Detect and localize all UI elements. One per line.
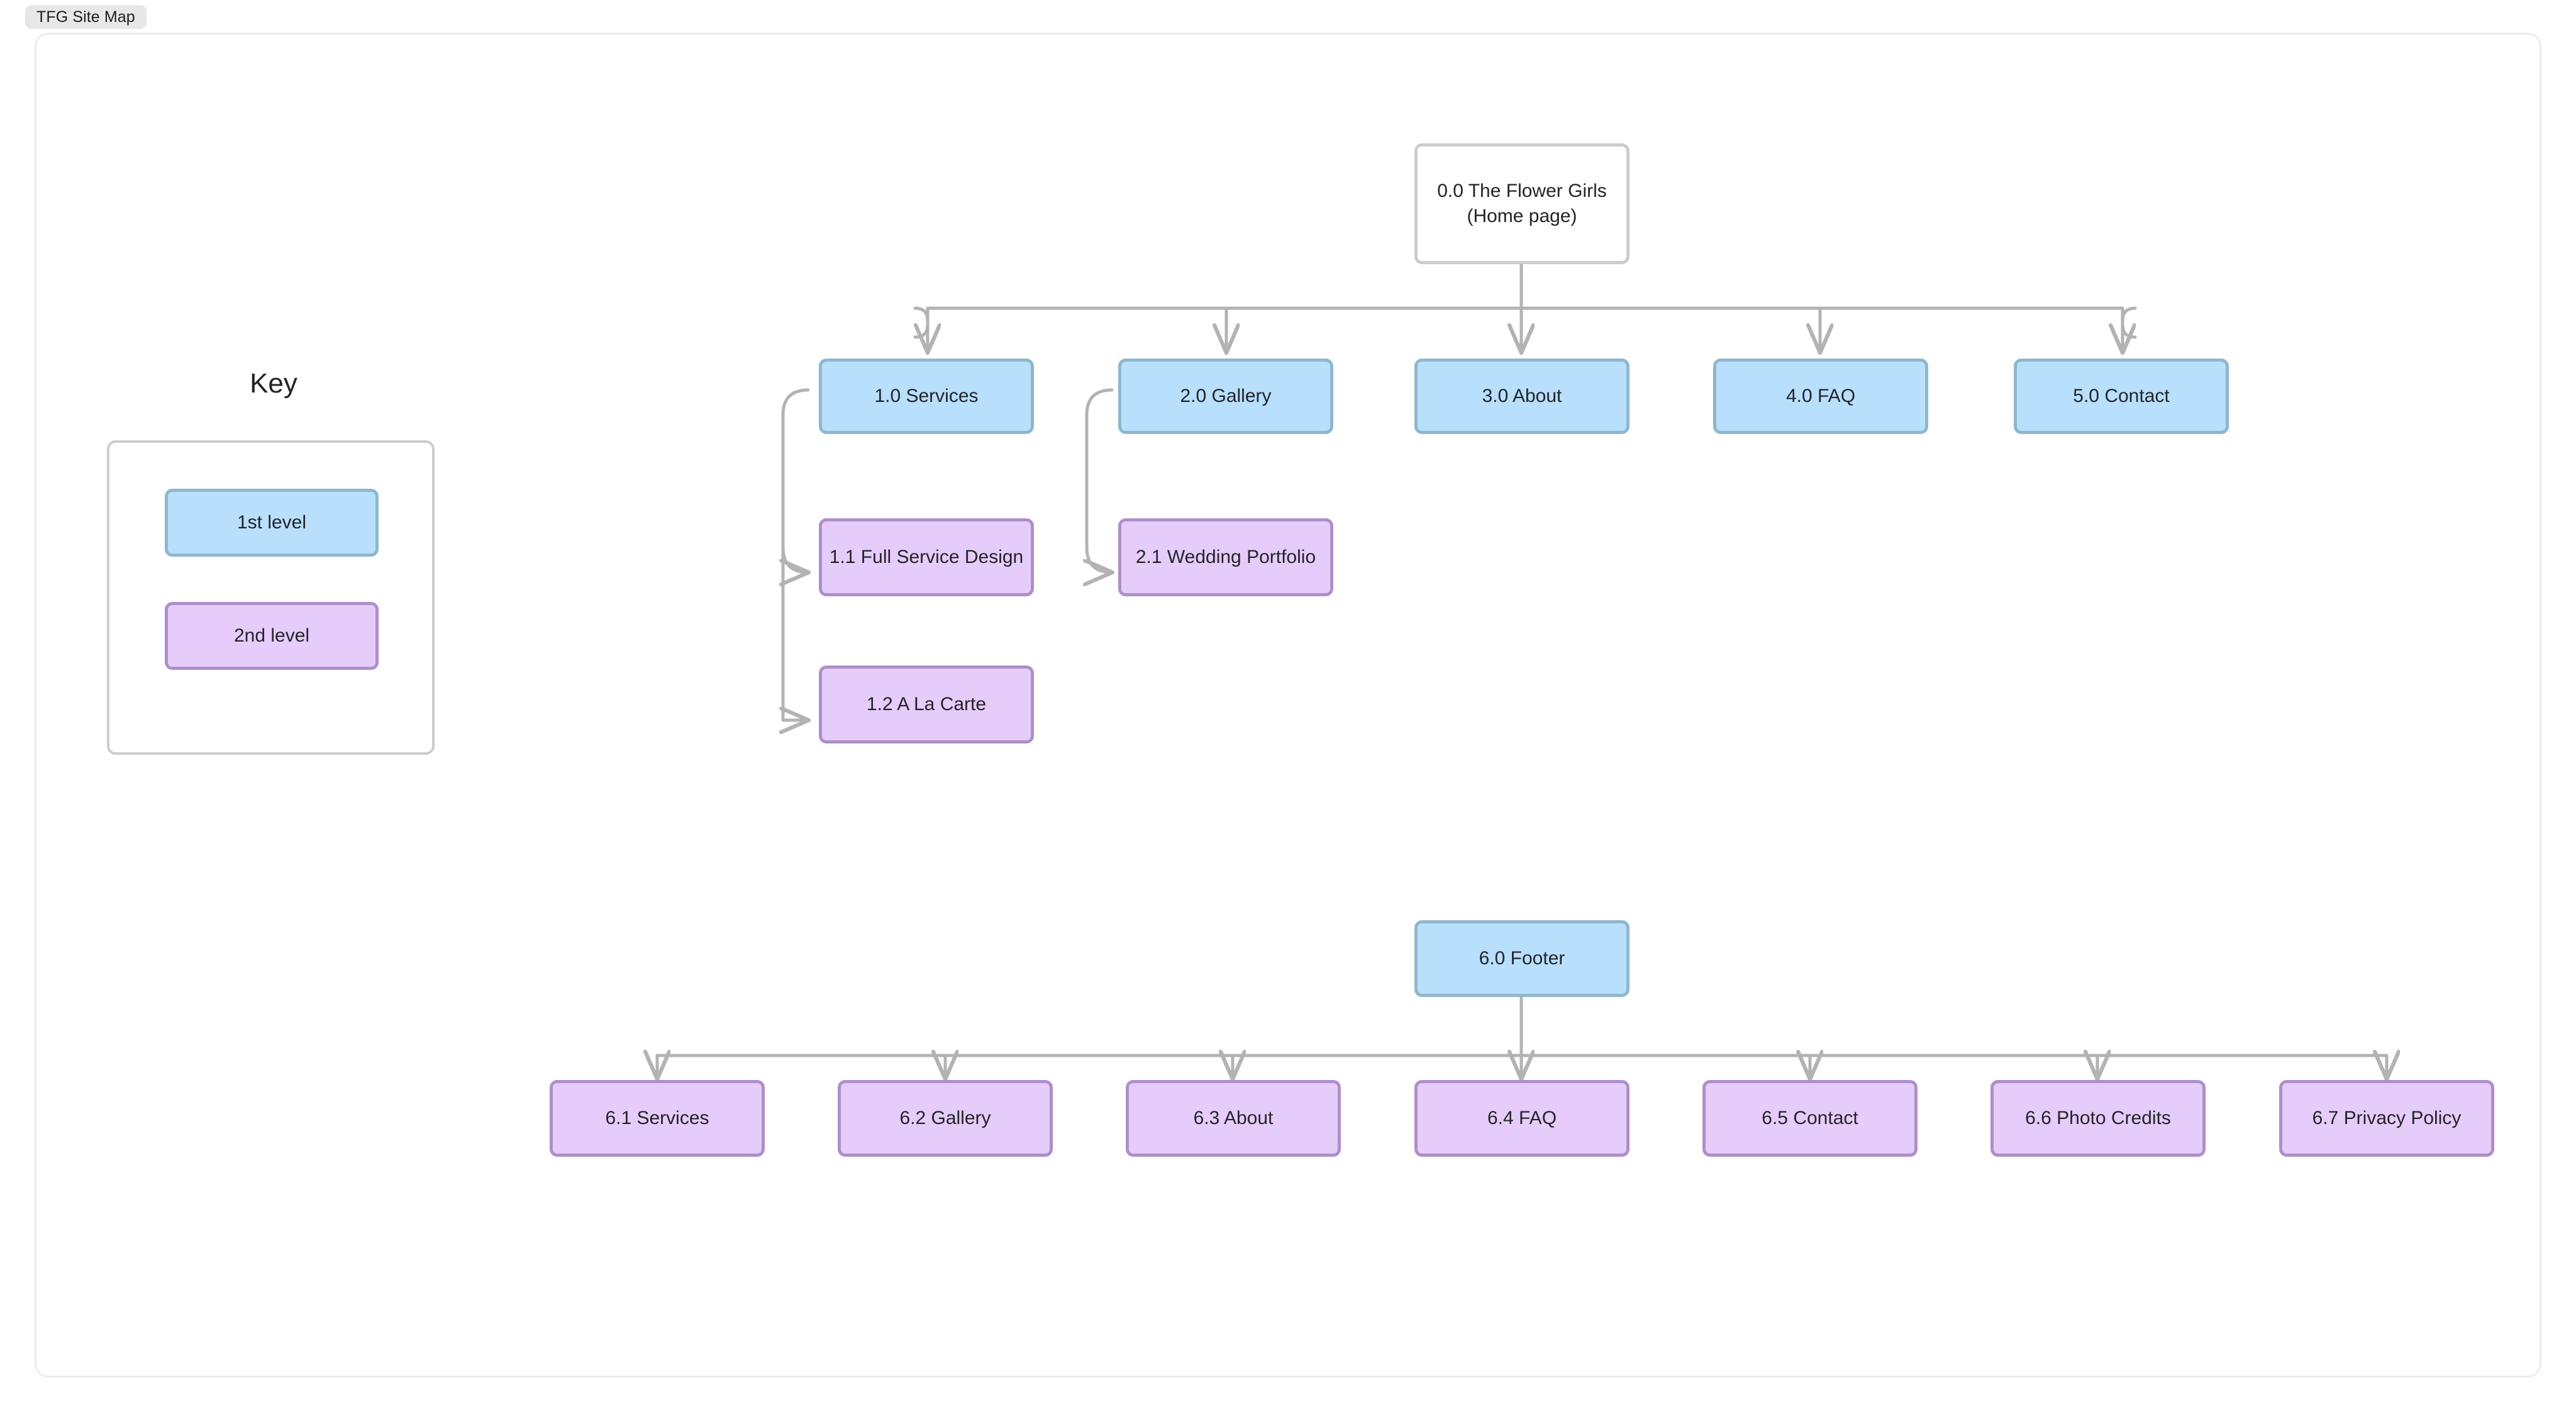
node-6-2-gallery[interactable]: 6.2 Gallery [838,1080,1053,1157]
key-title: Key [250,368,297,399]
node-label: 6.0 Footer [1479,948,1565,969]
node-3-0-about[interactable]: 3.0 About [1414,359,1629,434]
node-label: 2.1 Wedding Portfolio [1135,547,1316,568]
node-2-1-wedding-portfolio[interactable]: 2.1 Wedding Portfolio [1118,518,1333,596]
node-2-0-gallery[interactable]: 2.0 Gallery [1118,359,1333,434]
key-swatch-label: 2nd level [233,625,310,646]
diagram-tab[interactable]: TFG Site Map [25,5,147,29]
node-label: 6.4 FAQ [1487,1108,1557,1129]
node-label: 5.0 Contact [2073,386,2170,407]
node-1-2-a-la-carte[interactable]: 1.2 A La Carte [819,665,1034,743]
node-0-0-home-page[interactable]: 0.0 The Flower Girls (Home page) [1414,143,1629,264]
node-label: 1.0 Services [874,386,979,407]
node-label: 1.1 Full Service Design [829,547,1024,568]
node-6-3-about[interactable]: 6.3 About [1126,1080,1341,1157]
diagram-tab-label: TFG Site Map [36,8,135,26]
node-label: 2.0 Gallery [1180,386,1272,407]
node-label: 6.1 Services [605,1108,709,1129]
node-label: 6.6 Photo Credits [2025,1108,2171,1129]
key-swatch-2nd-level: 2nd level [165,602,379,670]
node-1-1-full-service-design[interactable]: 1.1 Full Service Design [819,518,1034,596]
node-label: 6.5 Contact [1762,1108,1858,1129]
key-swatch-label: 1st level [236,512,307,533]
node-6-4-faq[interactable]: 6.4 FAQ [1414,1080,1629,1157]
node-6-0-footer[interactable]: 6.0 Footer [1414,920,1629,997]
key-box [107,440,435,755]
node-6-1-services[interactable]: 6.1 Services [550,1080,765,1157]
node-label: 6.7 Privacy Policy [2312,1108,2462,1129]
node-label: 1.2 A La Carte [866,694,987,715]
node-5-0-contact[interactable]: 5.0 Contact [2014,359,2229,434]
node-1-0-services[interactable]: 1.0 Services [819,359,1034,434]
node-label: 6.2 Gallery [899,1108,991,1129]
node-6-5-contact[interactable]: 6.5 Contact [1702,1080,1918,1157]
node-label: 0.0 The Flower Girls (Home page) [1437,181,1607,226]
node-label: 6.3 About [1193,1108,1274,1129]
node-label: 3.0 About [1482,386,1562,407]
node-6-7-privacy-policy[interactable]: 6.7 Privacy Policy [2279,1080,2494,1157]
node-6-6-photo-credits[interactable]: 6.6 Photo Credits [1990,1080,2206,1157]
key-swatch-1st-level: 1st level [165,489,379,557]
node-label: 4.0 FAQ [1785,386,1856,407]
node-4-0-faq[interactable]: 4.0 FAQ [1713,359,1928,434]
